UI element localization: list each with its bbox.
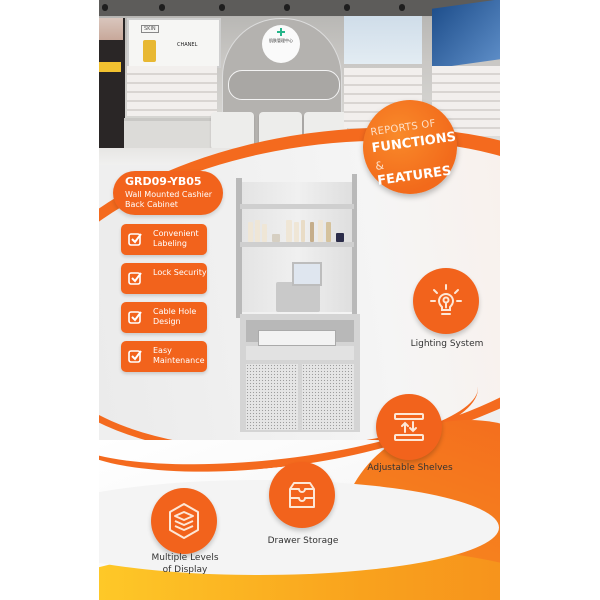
circle-sign-text: 肌肤管理中心 xyxy=(269,38,293,43)
display-counter xyxy=(124,118,214,151)
feature-label-line1: Multiple Levels xyxy=(151,553,219,563)
spotlight-icon xyxy=(159,4,165,11)
product-shelves-left xyxy=(127,66,217,116)
spotlight-icon xyxy=(284,4,290,11)
feature-lighting-system xyxy=(413,268,479,334)
skincare-lightbox xyxy=(344,16,422,64)
model-poster xyxy=(99,18,123,40)
tag-label: Cable Hole Design xyxy=(153,307,197,326)
product-code: GRD09-YB05 xyxy=(125,175,202,188)
feature-label: Drawer Storage xyxy=(267,536,339,546)
cosmetic-products xyxy=(248,218,348,242)
tag-label: Easy Maintenance xyxy=(153,346,205,365)
chair xyxy=(211,112,254,150)
cabinet-shelf xyxy=(240,204,354,209)
product-poster: SKIN CHANEL 肌肤管理中心 REPORTS OF FUNCTIONS … xyxy=(99,0,500,600)
drawer-opening xyxy=(246,320,354,346)
perforated-door-left xyxy=(246,364,298,430)
circle-sign: 肌肤管理中心 xyxy=(262,25,300,63)
feature-label: Adjustable Shelves xyxy=(367,463,453,473)
perfume-bottle xyxy=(143,40,156,62)
feature-tag-lock-security: Lock Security xyxy=(121,263,207,294)
drawer-icon xyxy=(289,482,315,508)
brand-label: CHANEL xyxy=(177,42,198,48)
medical-cross-icon xyxy=(277,28,285,36)
brand-lightbox: SKIN CHANEL xyxy=(127,18,221,68)
blue-lightbox xyxy=(432,0,500,69)
cash-drawer xyxy=(258,330,336,346)
spotlight-icon xyxy=(102,4,108,11)
spotlight-icon xyxy=(219,4,225,11)
checkbox-icon xyxy=(128,272,142,285)
cash-register xyxy=(276,282,320,312)
feature-label: Lighting System xyxy=(410,339,484,349)
tag-label: Convenient Labeling xyxy=(153,229,199,248)
feature-tag-convenient-labeling: Convenient Labeling xyxy=(121,224,207,255)
pos-monitor xyxy=(292,262,322,286)
feature-tag-easy-maintenance: Easy Maintenance xyxy=(121,341,207,372)
feature-adjustable-shelves xyxy=(376,394,442,460)
feature-label-line2: of Display xyxy=(162,565,208,575)
feature-tag-cable-hole-design: Cable Hole Design xyxy=(121,302,207,333)
badge-ampersand: & xyxy=(374,158,385,173)
feature-label-multiple-levels: Multiple Levels of Display xyxy=(133,552,237,576)
product-description: Wall Mounted Cashier Back Cabinet xyxy=(125,190,213,209)
tag-label: Lock Security xyxy=(153,268,207,277)
layers-icon xyxy=(169,503,199,539)
product-model-pill: GRD09-YB05 Wall Mounted Cashier Back Cab… xyxy=(113,171,223,215)
feature-drawer-storage xyxy=(269,462,335,528)
spotlight-icon xyxy=(399,4,405,11)
cabinet-base xyxy=(240,314,360,432)
cabinet-post xyxy=(236,178,242,318)
cashier-cabinet-image xyxy=(236,174,362,434)
checkbox-icon xyxy=(128,233,142,246)
drawer-front xyxy=(246,346,354,360)
promo-sign xyxy=(99,62,121,72)
checkbox-icon xyxy=(128,350,142,363)
checkbox-icon xyxy=(128,311,142,324)
feature-multiple-levels xyxy=(151,488,217,554)
cabinet-post xyxy=(352,174,357,314)
lightbulb-icon xyxy=(430,284,462,315)
cabinet-shelf xyxy=(240,242,354,247)
spotlight-icon xyxy=(344,4,350,11)
adjustable-shelves-icon xyxy=(394,413,424,441)
oval-mirror-shelf xyxy=(228,70,340,100)
skin-label: SKIN xyxy=(141,25,159,33)
perforated-door-right xyxy=(302,364,354,430)
